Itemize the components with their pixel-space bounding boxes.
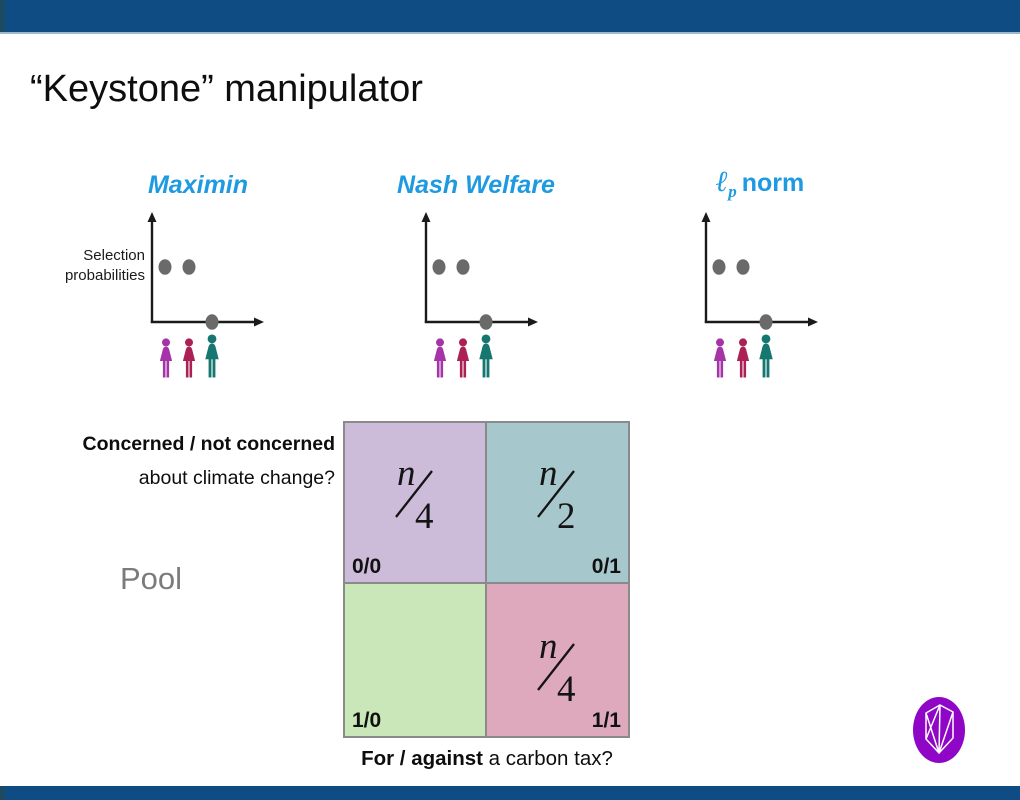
cell-tag-0-0: 0/0 — [352, 555, 382, 578]
matrix-grid: n 4 0/0 n 2 0/1 1/0 n — [343, 421, 630, 738]
svg-text:n: n — [539, 455, 558, 494]
person-icon — [479, 334, 493, 378]
top-bar-edge — [0, 0, 5, 32]
x-axis-arrow-icon — [254, 317, 264, 327]
selection-dot — [759, 314, 773, 330]
bottom-bar — [0, 786, 1020, 800]
lp-symbol: ℓp — [715, 166, 737, 201]
person-icon — [713, 338, 727, 378]
x-axis-arrow-icon — [528, 317, 538, 327]
cell-tag-1-1: 1/1 — [591, 709, 621, 732]
x-axis-arrow-icon — [808, 317, 818, 327]
svg-text:4: 4 — [415, 496, 434, 531]
matrix-cell-0-1: n 2 0/1 — [486, 423, 628, 584]
person-icon — [182, 338, 196, 378]
svg-text:4: 4 — [557, 669, 576, 704]
person-icon — [759, 334, 773, 378]
selection-probabilities-label: Selection probabilities — [64, 247, 145, 284]
selection-dot — [479, 314, 493, 330]
y-axis-arrow-icon — [147, 212, 157, 222]
selection-dot — [205, 314, 219, 330]
cell-tag-0-1: 0/1 — [591, 555, 621, 578]
fraction-n-over-4: n 4 — [531, 626, 583, 710]
bottom-bar-edge — [0, 786, 5, 800]
pool-label: Pool — [120, 561, 183, 596]
top-bar — [0, 0, 1020, 34]
y-axis-arrow-icon — [421, 212, 431, 222]
fraction-n-over-4: n 4 — [389, 453, 441, 537]
svg-text:2: 2 — [557, 496, 576, 531]
svg-text:n: n — [539, 628, 558, 667]
person-icon — [205, 334, 219, 378]
cell-tag-1-0: 1/0 — [352, 709, 382, 732]
logo-wireframe-icon — [925, 704, 954, 755]
person-icon — [456, 338, 470, 378]
person-icon — [159, 338, 173, 378]
person-icon — [433, 338, 447, 378]
scatter-nash-welfare — [421, 212, 538, 378]
chart-title-nash-welfare: Nash Welfare — [397, 171, 555, 199]
selection-dot — [736, 259, 750, 275]
selection-dot — [432, 259, 446, 275]
fraction-n-over-2: n 2 — [531, 453, 583, 537]
svg-text:n: n — [397, 455, 416, 494]
selection-dot — [182, 259, 196, 275]
row-question: Concerned / not concerned about climate … — [82, 433, 335, 489]
slide-title: “Keystone” manipulator — [30, 68, 423, 110]
matrix-cell-1-1: n 4 1/1 — [486, 584, 628, 736]
scatter-maximin — [147, 212, 264, 378]
chart-title-maximin: Maximin — [147, 171, 249, 199]
selection-dot — [712, 259, 726, 275]
selection-dot — [158, 259, 172, 275]
matrix-cell-1-0: 1/0 — [345, 584, 487, 736]
y-axis-arrow-icon — [701, 212, 711, 222]
person-icon — [736, 338, 750, 378]
organization-logo — [913, 697, 965, 763]
matrix-cell-0-0: n 4 0/0 — [345, 423, 487, 584]
selection-dot — [456, 259, 470, 275]
column-question: For / against a carbon tax? — [361, 747, 613, 770]
scatter-lp-norm — [701, 212, 818, 378]
